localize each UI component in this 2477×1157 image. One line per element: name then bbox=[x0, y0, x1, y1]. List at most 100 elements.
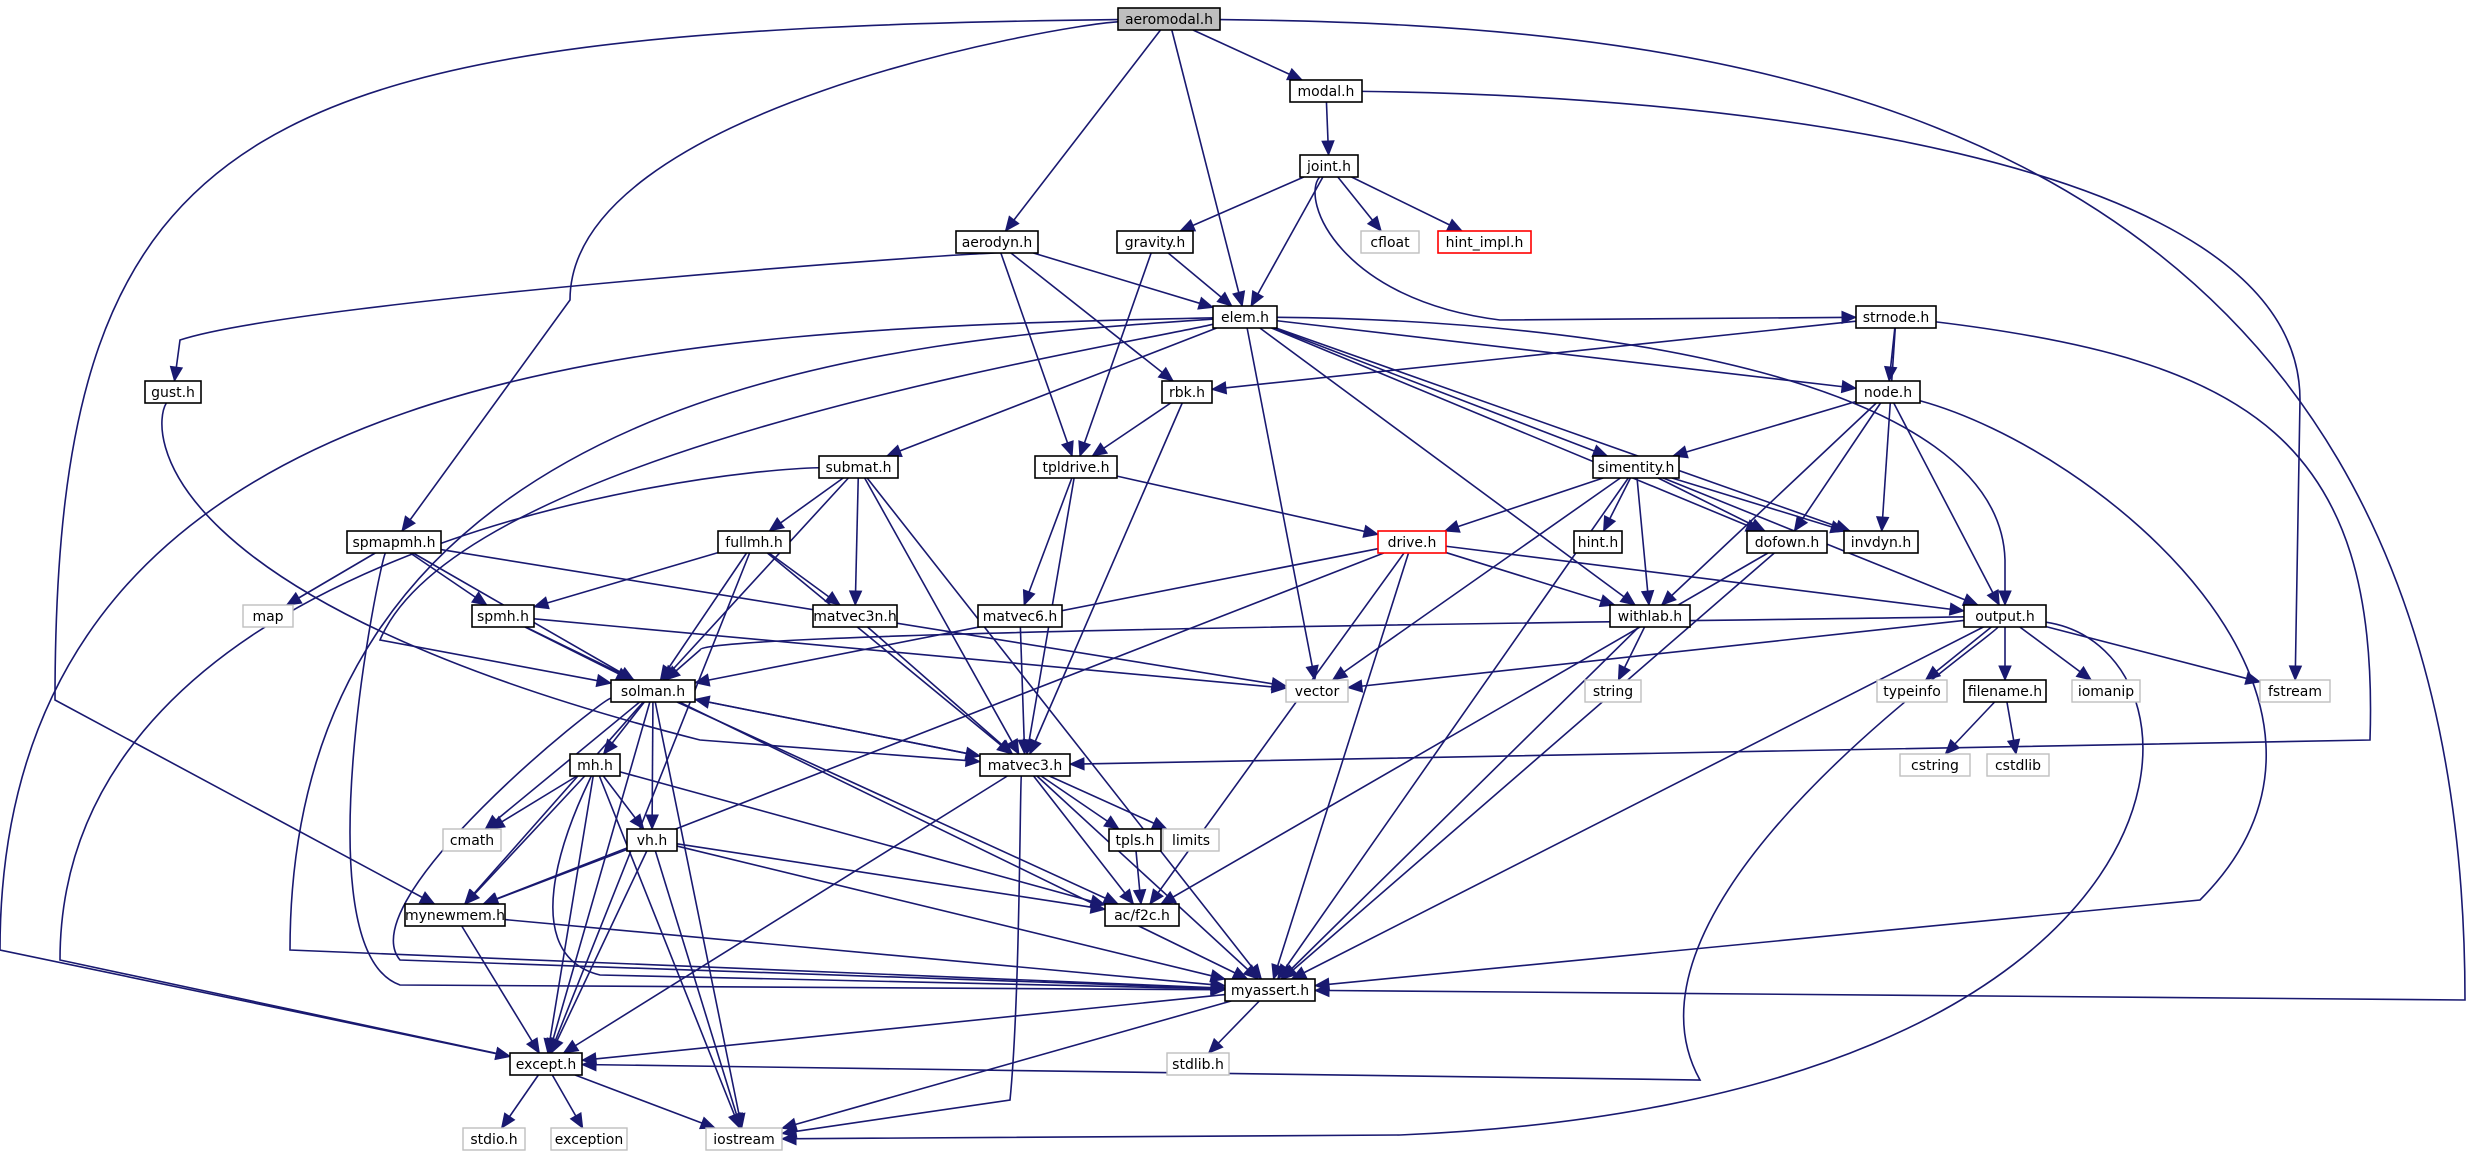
node-matvec6[interactable]: matvec6.h bbox=[977, 604, 1063, 628]
node-withlab[interactable]: withlab.h bbox=[1609, 604, 1691, 628]
node-stdlib[interactable]: stdlib.h bbox=[1166, 1052, 1230, 1076]
node-box-hint[interactable] bbox=[1573, 530, 1623, 554]
node-spmapmh[interactable]: spmapmh.h bbox=[346, 530, 442, 554]
node-box-joint[interactable] bbox=[1299, 154, 1359, 178]
node-dofown[interactable]: dofown.h bbox=[1746, 530, 1828, 554]
node-hint_impl[interactable]: hint_impl.h bbox=[1437, 230, 1532, 254]
node-matvec3n[interactable]: matvec3n.h bbox=[812, 604, 898, 628]
node-box-cstdlib[interactable] bbox=[1986, 753, 2050, 777]
node-aeromodal[interactable]: aeromodal.h bbox=[1117, 7, 1221, 31]
node-simentity[interactable]: simentity.h bbox=[1592, 455, 1680, 479]
node-joint[interactable]: joint.h bbox=[1299, 154, 1359, 178]
node-box-node[interactable] bbox=[1855, 380, 1921, 404]
node-box-gravity[interactable] bbox=[1116, 230, 1194, 254]
node-filename[interactable]: filename.h bbox=[1963, 679, 2047, 703]
node-box-map[interactable] bbox=[242, 604, 294, 628]
node-spmh[interactable]: spmh.h bbox=[471, 604, 535, 628]
node-box-mh[interactable] bbox=[569, 753, 621, 777]
node-cstring[interactable]: cstring bbox=[1899, 753, 1971, 777]
node-strnode[interactable]: strnode.h bbox=[1855, 305, 1937, 329]
node-box-aerodyn[interactable] bbox=[955, 230, 1039, 254]
node-box-typeinfo[interactable] bbox=[1876, 679, 1948, 703]
node-box-tpls[interactable] bbox=[1108, 828, 1162, 852]
node-acf2c[interactable]: ac/f2c.h bbox=[1104, 903, 1180, 927]
node-gravity[interactable]: gravity.h bbox=[1116, 230, 1194, 254]
node-box-spmapmh[interactable] bbox=[346, 530, 442, 554]
node-box-limits[interactable] bbox=[1162, 828, 1220, 852]
node-box-iomanip[interactable] bbox=[2071, 679, 2141, 703]
node-fullmh[interactable]: fullmh.h bbox=[717, 530, 791, 554]
node-box-simentity[interactable] bbox=[1592, 455, 1680, 479]
node-vh[interactable]: vh.h bbox=[626, 828, 678, 852]
node-solman[interactable]: solman.h bbox=[610, 679, 696, 703]
node-box-matvec6[interactable] bbox=[977, 604, 1063, 628]
node-mynewmem[interactable]: mynewmem.h bbox=[404, 903, 506, 927]
node-box-cmath[interactable] bbox=[442, 828, 502, 852]
node-box-strnode[interactable] bbox=[1855, 305, 1937, 329]
node-box-vh[interactable] bbox=[626, 828, 678, 852]
node-box-stdio[interactable] bbox=[462, 1127, 526, 1151]
node-box-vector[interactable] bbox=[1285, 679, 1349, 703]
node-invdyn[interactable]: invdyn.h bbox=[1843, 530, 1919, 554]
node-output[interactable]: output.h bbox=[1963, 604, 2047, 628]
node-tpldrive[interactable]: tpldrive.h bbox=[1034, 455, 1118, 479]
node-box-matvec3n[interactable] bbox=[812, 604, 898, 628]
node-box-stdlib[interactable] bbox=[1166, 1052, 1230, 1076]
node-limits[interactable]: limits bbox=[1162, 828, 1220, 852]
node-submat[interactable]: submat.h bbox=[818, 455, 899, 479]
node-map[interactable]: map bbox=[242, 604, 294, 628]
node-string[interactable]: string bbox=[1584, 679, 1642, 703]
node-gust[interactable]: gust.h bbox=[144, 380, 202, 404]
node-node[interactable]: node.h bbox=[1855, 380, 1921, 404]
node-cfloat[interactable]: cfloat bbox=[1360, 230, 1420, 254]
node-elem[interactable]: elem.h bbox=[1212, 305, 1278, 329]
node-box-invdyn[interactable] bbox=[1843, 530, 1919, 554]
node-box-iostream[interactable] bbox=[705, 1127, 783, 1151]
node-box-acf2c[interactable] bbox=[1104, 903, 1180, 927]
node-cmath[interactable]: cmath bbox=[442, 828, 502, 852]
node-box-solman[interactable] bbox=[610, 679, 696, 703]
node-mh[interactable]: mh.h bbox=[569, 753, 621, 777]
node-box-gust[interactable] bbox=[144, 380, 202, 404]
node-rbk[interactable]: rbk.h bbox=[1161, 380, 1213, 404]
node-box-elem[interactable] bbox=[1212, 305, 1278, 329]
node-typeinfo[interactable]: typeinfo bbox=[1876, 679, 1948, 703]
node-myassert[interactable]: myassert.h bbox=[1224, 978, 1316, 1002]
node-box-tpldrive[interactable] bbox=[1034, 455, 1118, 479]
node-box-fstream[interactable] bbox=[2259, 679, 2331, 703]
node-box-fullmh[interactable] bbox=[717, 530, 791, 554]
node-iomanip[interactable]: iomanip bbox=[2071, 679, 2141, 703]
node-except[interactable]: except.h bbox=[509, 1052, 583, 1076]
node-drive[interactable]: drive.h bbox=[1377, 530, 1447, 554]
node-box-submat[interactable] bbox=[818, 455, 899, 479]
node-box-hint_impl[interactable] bbox=[1437, 230, 1532, 254]
node-box-string[interactable] bbox=[1584, 679, 1642, 703]
node-aerodyn[interactable]: aerodyn.h bbox=[955, 230, 1039, 254]
node-matvec3[interactable]: matvec3.h bbox=[979, 753, 1071, 777]
node-box-cstring[interactable] bbox=[1899, 753, 1971, 777]
node-box-mynewmem[interactable] bbox=[404, 903, 506, 927]
node-box-cfloat[interactable] bbox=[1360, 230, 1420, 254]
node-exception[interactable]: exception bbox=[550, 1127, 628, 1151]
node-box-matvec3[interactable] bbox=[979, 753, 1071, 777]
node-box-modal[interactable] bbox=[1289, 79, 1363, 103]
node-cstdlib[interactable]: cstdlib bbox=[1986, 753, 2050, 777]
node-modal[interactable]: modal.h bbox=[1289, 79, 1363, 103]
node-box-myassert[interactable] bbox=[1224, 978, 1316, 1002]
node-box-withlab[interactable] bbox=[1609, 604, 1691, 628]
node-stdio[interactable]: stdio.h bbox=[462, 1127, 526, 1151]
node-box-dofown[interactable] bbox=[1746, 530, 1828, 554]
node-box-drive[interactable] bbox=[1377, 530, 1447, 554]
node-box-filename[interactable] bbox=[1963, 679, 2047, 703]
node-hint[interactable]: hint.h bbox=[1573, 530, 1623, 554]
node-tpls[interactable]: tpls.h bbox=[1108, 828, 1162, 852]
node-vector[interactable]: vector bbox=[1285, 679, 1349, 703]
node-box-exception[interactable] bbox=[550, 1127, 628, 1151]
node-iostream[interactable]: iostream bbox=[705, 1127, 783, 1151]
node-box-output[interactable] bbox=[1963, 604, 2047, 628]
node-box-rbk[interactable] bbox=[1161, 380, 1213, 404]
node-box-aeromodal[interactable] bbox=[1117, 7, 1221, 31]
node-fstream[interactable]: fstream bbox=[2259, 679, 2331, 703]
node-box-except[interactable] bbox=[509, 1052, 583, 1076]
node-box-spmh[interactable] bbox=[471, 604, 535, 628]
